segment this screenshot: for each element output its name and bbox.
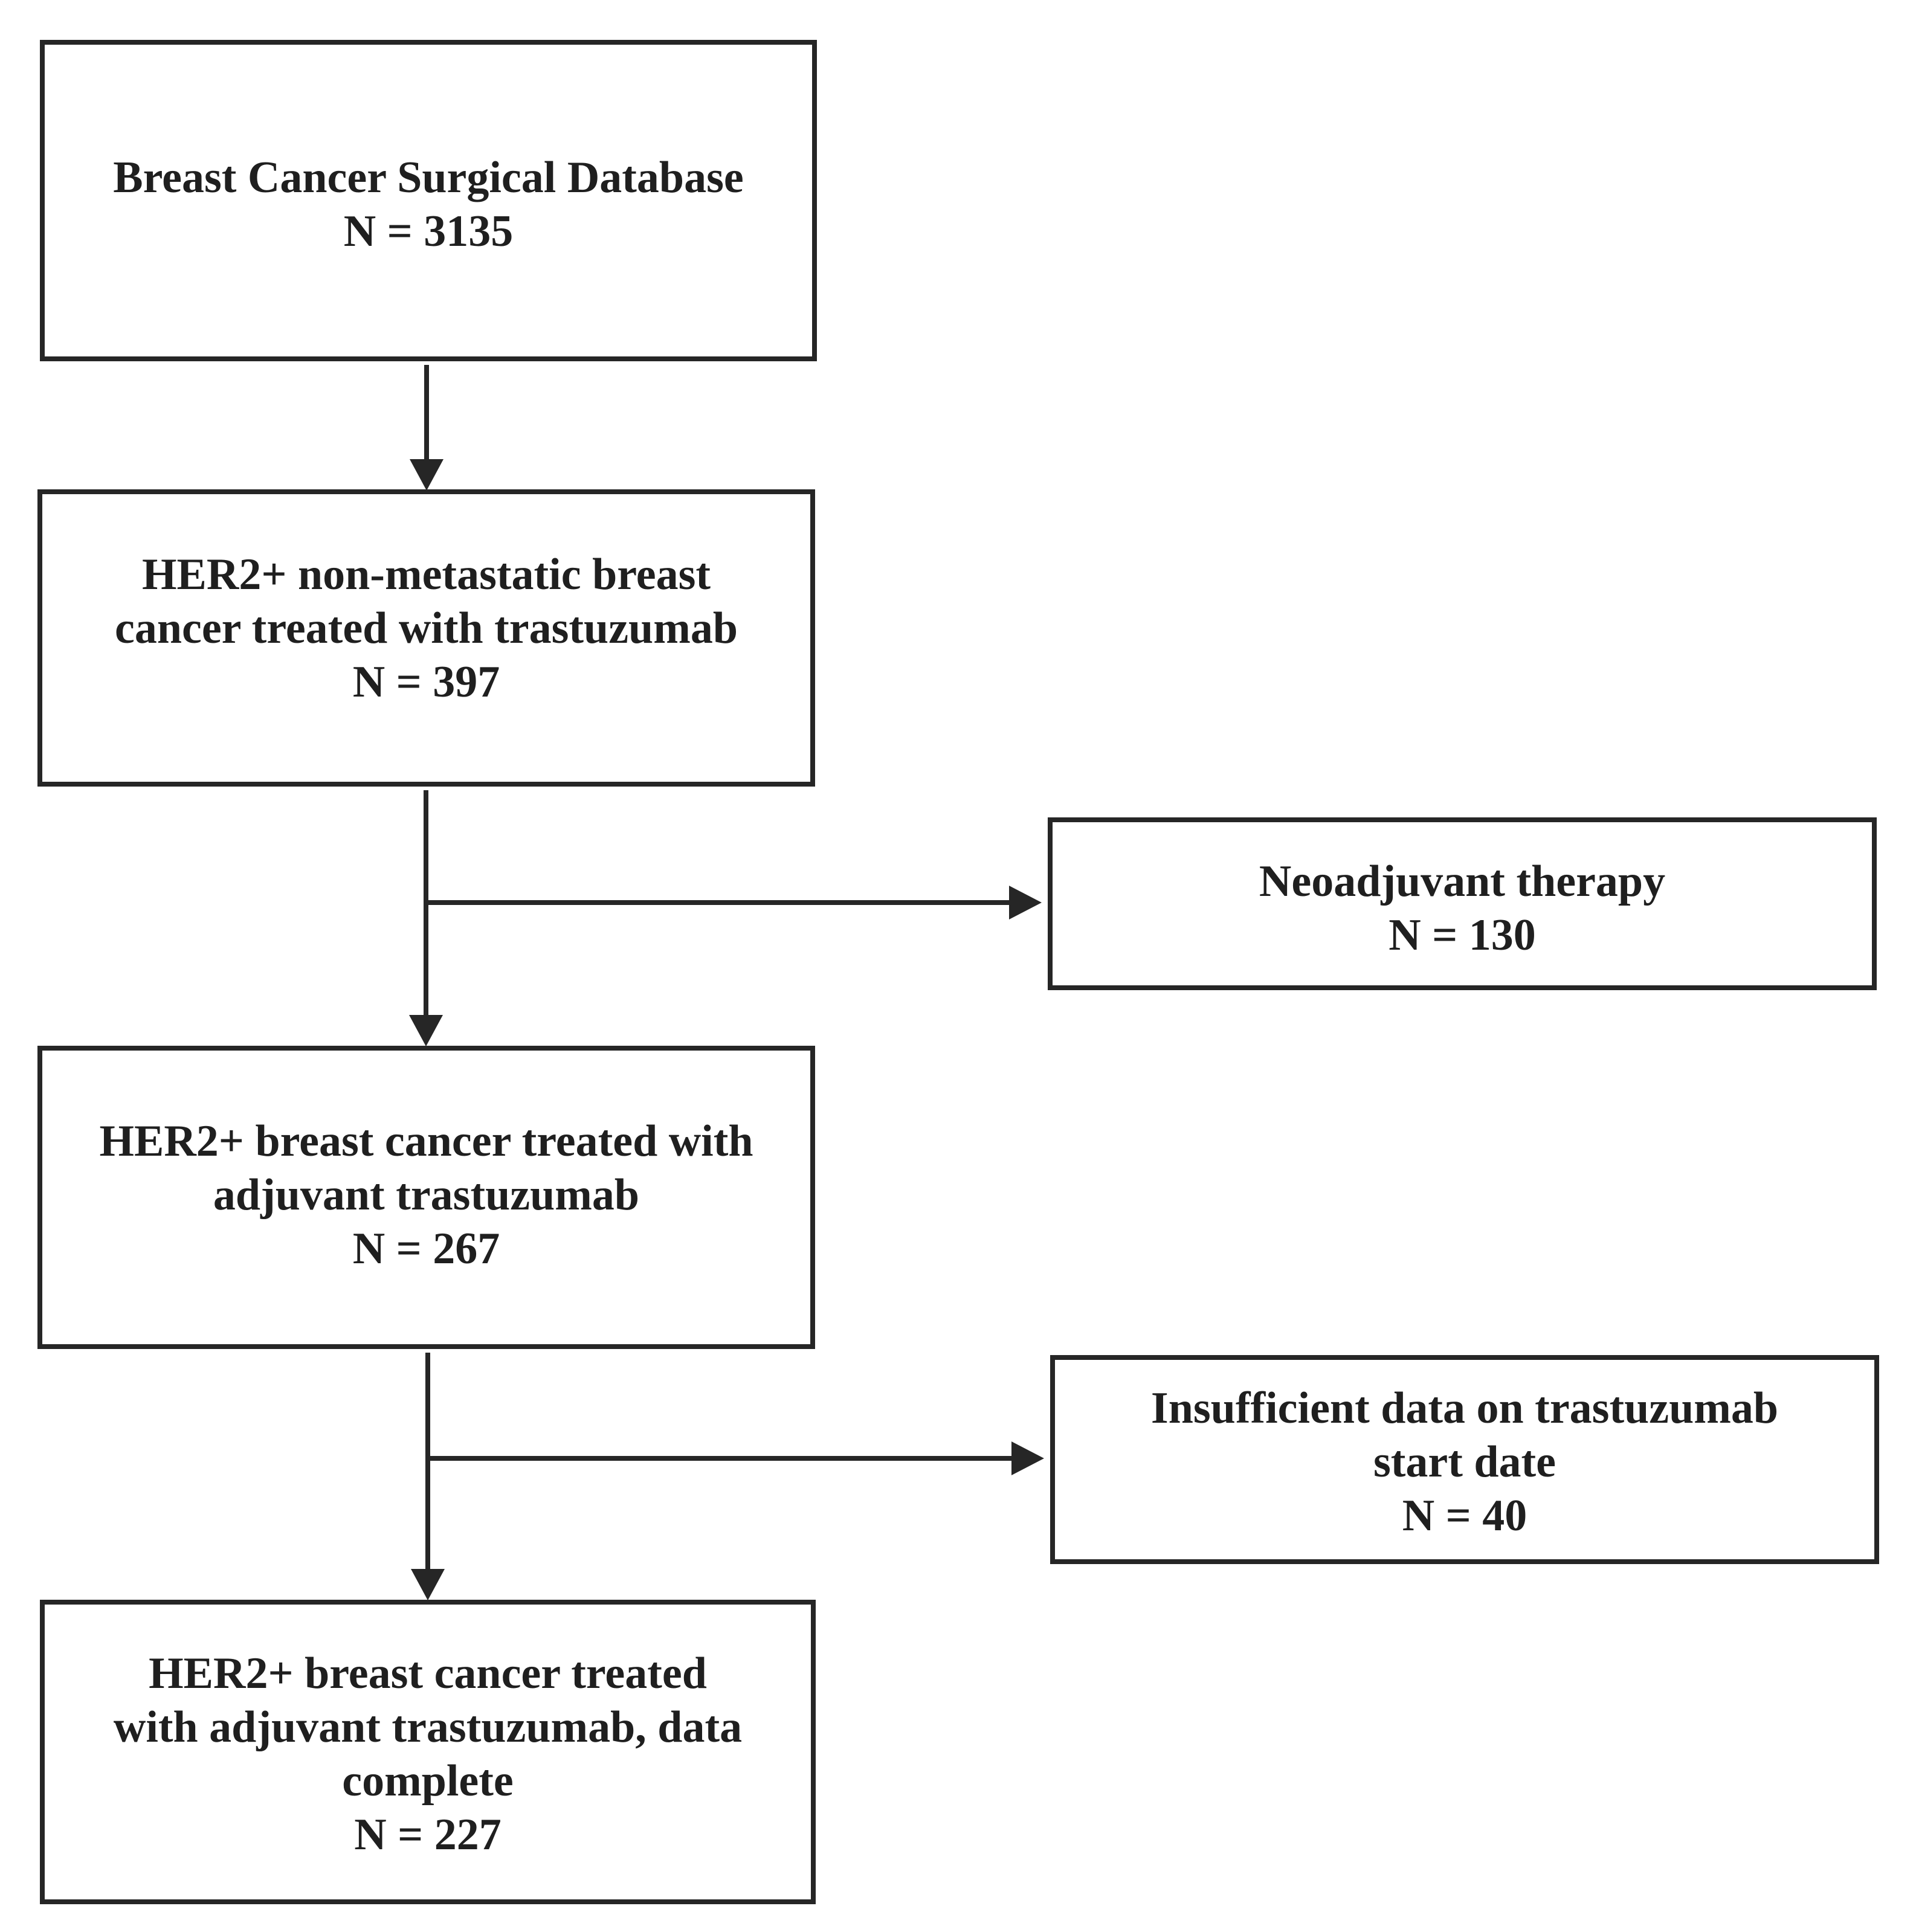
insufficient-data-exclusion-box: Insufficient data on trastuzumab start d… bbox=[1050, 1355, 1879, 1564]
arrow-adjuvant-to-final-head bbox=[411, 1569, 445, 1600]
final-cohort-box: HER2+ breast cancer treated with adjuvan… bbox=[40, 1600, 816, 1904]
arrow-to-neoadjuvant-head bbox=[1009, 886, 1042, 919]
her2-trastuzumab-box-label-line-2: cancer treated with trastuzumab bbox=[114, 604, 738, 653]
her2-trastuzumab-box-count: N = 397 bbox=[352, 657, 500, 707]
adjuvant-trastuzumab-box: HER2+ breast cancer treated with adjuvan… bbox=[37, 1046, 815, 1349]
final-cohort-box-label-line-1: HER2+ breast cancer treated bbox=[149, 1649, 707, 1698]
arrow-to-insufficient-head bbox=[1011, 1441, 1044, 1475]
her2-trastuzumab-box-label-line-1: HER2+ non-metastatic breast bbox=[141, 550, 711, 599]
adjuvant-box-count: N = 267 bbox=[352, 1224, 500, 1274]
adjuvant-box-label-line-1: HER2+ breast cancer treated with bbox=[99, 1116, 753, 1166]
adjuvant-box-label-line-2: adjuvant trastuzumab bbox=[213, 1170, 640, 1220]
final-cohort-box-label-line-3: complete bbox=[342, 1756, 514, 1806]
arrow-her2-to-adjuvant-head bbox=[409, 1015, 443, 1046]
her2-trastuzumab-box: HER2+ non-metastatic breast cancer treat… bbox=[37, 489, 815, 787]
final-cohort-box-count: N = 227 bbox=[354, 1810, 502, 1860]
database-box-label: Breast Cancer Surgical Database bbox=[113, 153, 744, 202]
database-box-count: N = 3135 bbox=[343, 207, 514, 256]
neoadjuvant-exclusion-box: Neoadjuvant therapy N = 130 bbox=[1048, 817, 1877, 990]
neoadjuvant-box-label: Neoadjuvant therapy bbox=[1259, 857, 1666, 906]
insufficient-data-box-count: N = 40 bbox=[1402, 1491, 1527, 1541]
final-cohort-box-label-line-2: with adjuvant trastuzumab, data bbox=[113, 1702, 743, 1752]
insufficient-data-box-label-line-1: Insufficient data on trastuzumab bbox=[1150, 1383, 1779, 1433]
neoadjuvant-box-count: N = 130 bbox=[1389, 910, 1536, 960]
database-box: Breast Cancer Surgical Database N = 3135 bbox=[40, 40, 817, 361]
insufficient-data-box-label-line-2: start date bbox=[1373, 1437, 1556, 1487]
arrow-db-to-her2-head bbox=[410, 459, 444, 491]
